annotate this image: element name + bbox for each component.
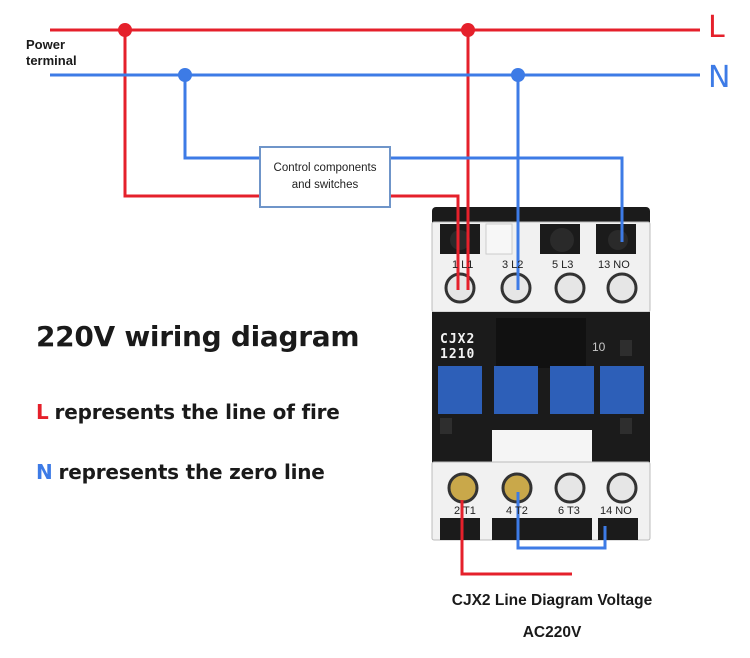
live-line-label: L: [708, 10, 725, 45]
screw-icon: [606, 272, 638, 304]
live-junction-dot: [461, 23, 475, 37]
live-output: [460, 500, 572, 576]
bottom-terminal-label: 6 T3: [558, 505, 580, 517]
coil-button-4: [600, 366, 644, 414]
top-terminal-label: 3 L2: [502, 259, 524, 271]
aux-contact-number: 10: [592, 340, 606, 354]
legend-neutral-key: N: [36, 460, 53, 484]
screw-icon: [500, 272, 532, 304]
legend-live-text: represents the line of fire: [54, 400, 340, 424]
screw-icon: [550, 228, 574, 252]
neutral-junction-dot: [178, 68, 192, 82]
live-wires: [50, 28, 700, 576]
neutral-to-control: [183, 75, 259, 160]
neutral-output: [516, 492, 607, 550]
control-components-box: Control components and switches: [259, 146, 391, 208]
model-line-1: CJX2: [440, 332, 476, 347]
top-terminal-label: 13 NO: [598, 259, 630, 271]
live-from-control: [391, 194, 460, 290]
top-terminal-label: 1 L1: [452, 259, 474, 271]
coil-button-3: [550, 366, 594, 414]
neutral-wires: [50, 73, 700, 550]
power-terminal-label: Power terminal: [26, 37, 77, 68]
screw-icon: [554, 272, 586, 304]
bottom-screws: [447, 472, 638, 504]
diagram-heading: 220V wiring diagram: [36, 320, 360, 353]
model-line-2: 1210: [440, 347, 476, 362]
live-junction-dot: [118, 23, 132, 37]
caption-line-2: AC220V: [522, 624, 582, 641]
neutral-from-control: [391, 156, 624, 242]
live-to-control: [123, 30, 259, 198]
caption-line-1: CJX2 Line Diagram Voltage: [451, 592, 653, 609]
bottom-terminal-label: 4 T2: [506, 505, 528, 517]
neutral-line-label: N: [708, 60, 731, 95]
coil-button-1: [438, 366, 482, 414]
screw-icon: [447, 472, 479, 504]
legend-neutral-text: represents the zero line: [58, 460, 325, 484]
screw-icon: [444, 272, 476, 304]
contactor-model-label: CJX2 1210: [440, 332, 475, 362]
bottom-terminal-label: 2 T1: [454, 505, 476, 517]
screw-icon: [608, 230, 628, 250]
screw-icon: [606, 472, 638, 504]
contactor: [431, 207, 651, 541]
coil-button-2: [494, 366, 538, 414]
neutral-junction-dot: [511, 68, 525, 82]
screw-icon: [450, 230, 470, 250]
top-terminal-label: 5 L3: [552, 259, 574, 271]
control-components-label: Control components and switches: [273, 162, 377, 191]
bottom-terminal-label: 14 NO: [600, 505, 632, 517]
screw-icon: [554, 472, 586, 504]
legend-live-key: L: [36, 400, 49, 424]
